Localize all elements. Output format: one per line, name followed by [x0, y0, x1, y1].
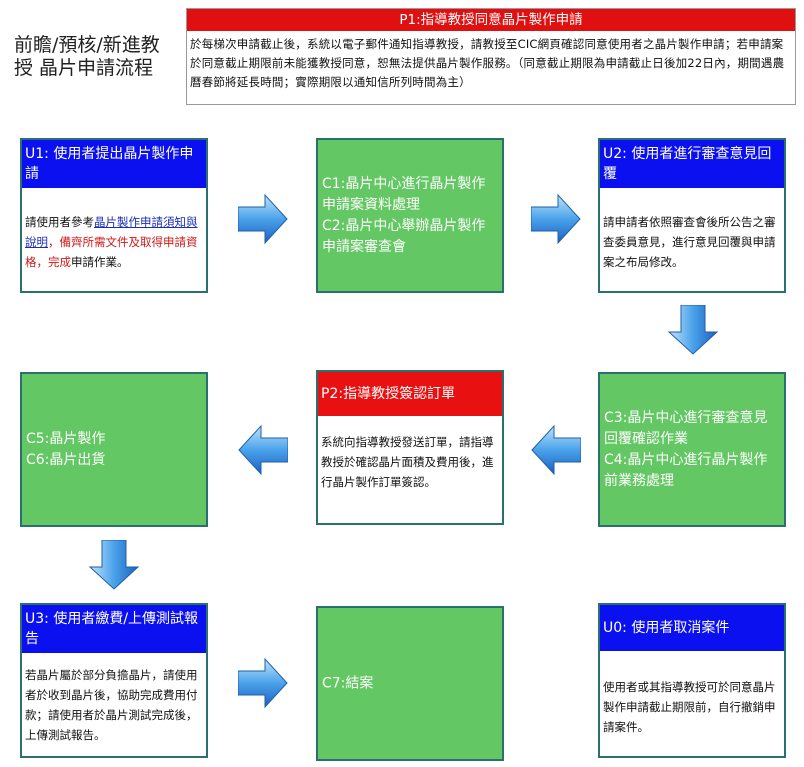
c4-line: C4:晶片中心進行晶片製作前業務處理: [604, 451, 768, 489]
u3-header: U3: 使用者繳費/上傳測試報告: [22, 605, 206, 653]
c1-line: C1:晶片中心進行晶片製作申請案資料處理: [322, 175, 486, 213]
u1-body-pre: 請使用者參考: [25, 215, 94, 229]
arrow-down-icon: [88, 540, 140, 590]
c3-line: C3:晶片中心進行審查意見回覆確認作業: [604, 409, 768, 447]
node-u2: U2: 使用者進行審查意見回覆 請申請者依照審查會後所公告之審查委員意見，進行意…: [598, 138, 786, 293]
c5-c6-text: C5:晶片製作 C6:晶片出貨: [22, 429, 206, 471]
chip-application-guide-link[interactable]: 晶片製作申請須知與說明: [25, 215, 198, 249]
node-c5-c6: C5:晶片製作 C6:晶片出貨: [20, 372, 208, 527]
p1-header: P1:指導教授同意晶片製作申請: [187, 9, 795, 31]
p1-professor-approval-box: P1:指導教授同意晶片製作申請 於每梯次申請截止後，系統以電子郵件通知指導教授，…: [186, 8, 796, 105]
arrow-right-icon: [238, 193, 288, 245]
c2-line: C2:晶片中心舉辦晶片製作申請案審查會: [322, 217, 486, 255]
arrow-right-icon: [531, 193, 581, 245]
node-p2: P2:指導教授簽認訂單 系統向指導教授發送訂單，請指導教授於確認晶片面積及費用後…: [316, 370, 504, 525]
u0-header: U0: 使用者取消案件: [600, 605, 784, 651]
c5-line: C5:晶片製作: [26, 430, 106, 447]
arrow-left-icon: [531, 424, 581, 476]
c7-line: C7:結案: [322, 675, 374, 691]
node-c7: C7:結案: [316, 606, 504, 761]
c7-text: C7:結案: [318, 673, 502, 694]
c6-line: C6:晶片出貨: [26, 451, 106, 468]
arrow-left-icon: [238, 424, 288, 476]
u0-body: 使用者或其指導教授可於同意晶片製作申請截止期限前，自行撤銷申請案件。: [603, 680, 776, 734]
u1-header: U1: 使用者提出晶片製作申請: [22, 140, 206, 188]
node-c1-c2: C1:晶片中心進行晶片製作申請案資料處理 C2:晶片中心舉辦晶片製作申請案審查會: [316, 138, 504, 293]
p2-header: P2:指導教授簽認訂單: [318, 372, 502, 416]
p1-body: 於每梯次申請截止後，系統以電子郵件通知指導教授，請教授至CIC網頁確認同意使用者…: [190, 37, 785, 89]
u3-body: 若晶片屬於部分負擔晶片，請使用者於收到晶片後，協助完成費用付款；請使用者於晶片測…: [25, 668, 198, 742]
node-u3: U3: 使用者繳費/上傳測試報告 若晶片屬於部分負擔晶片，請使用者於收到晶片後，…: [20, 603, 208, 758]
u1-body-post: 申請作業。: [71, 255, 129, 269]
u1-body-red: ，備齊所需文件及取得申請資格，完成: [25, 235, 198, 269]
node-u0: U0: 使用者取消案件 使用者或其指導教授可於同意晶片製作申請截止期限前，自行撤…: [598, 603, 786, 758]
p2-body: 系統向指導教授發送訂單，請指導教授於確認晶片面積及費用後，進行晶片製作訂單簽認。: [321, 435, 494, 489]
u2-header: U2: 使用者進行審查意見回覆: [600, 140, 784, 188]
page-title: 前瞻/預核/新進教授 晶片申請流程: [14, 34, 160, 79]
c1-c2-text: C1:晶片中心進行晶片製作申請案資料處理 C2:晶片中心舉辦晶片製作申請案審查會: [318, 174, 502, 258]
c3-c4-text: C3:晶片中心進行審查意見回覆確認作業 C4:晶片中心進行晶片製作前業務處理: [600, 408, 784, 492]
node-u1: U1: 使用者提出晶片製作申請 請使用者參考晶片製作申請須知與說明，備齊所需文件…: [20, 138, 208, 293]
u2-body: 請申請者依照審查會後所公告之審查委員意見，進行意見回覆與申請案之布局修改。: [603, 215, 776, 269]
node-c3-c4: C3:晶片中心進行審查意見回覆確認作業 C4:晶片中心進行晶片製作前業務處理: [598, 372, 786, 527]
arrow-right-icon: [238, 657, 288, 709]
arrow-down-icon: [667, 305, 719, 355]
u1-body: 請使用者參考晶片製作申請須知與說明，備齊所需文件及取得申請資格，完成申請作業。: [22, 188, 206, 272]
